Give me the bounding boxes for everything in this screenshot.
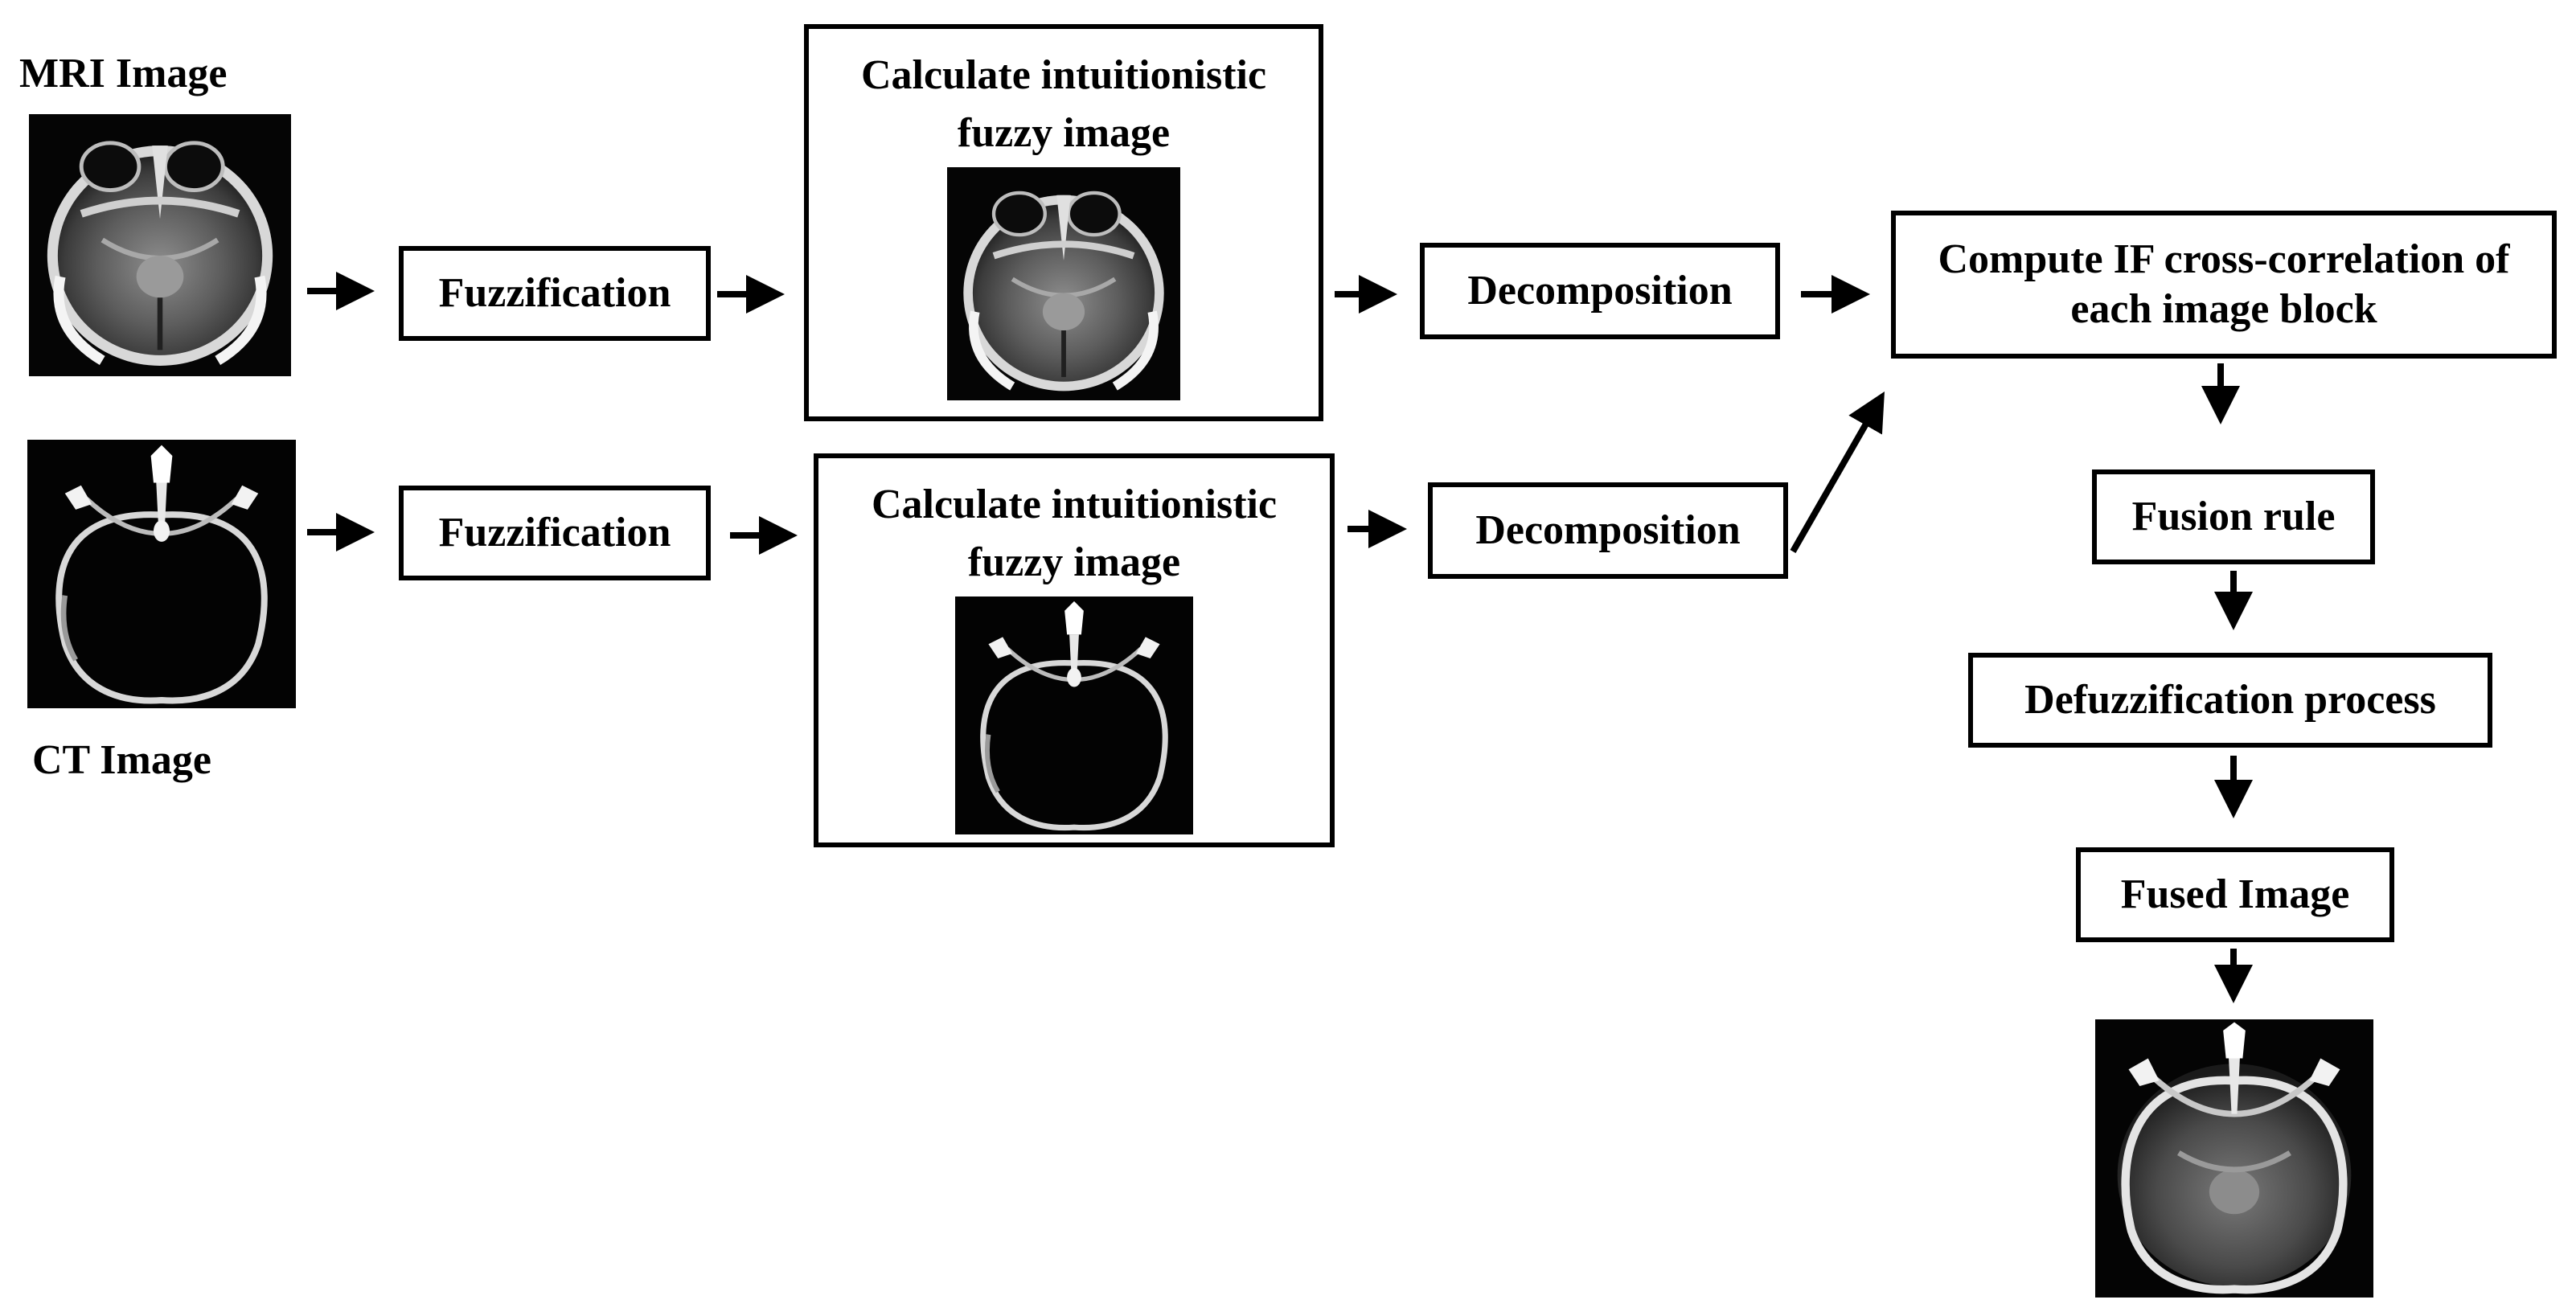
mri-fuzzification-box: Fuzzification <box>399 246 711 341</box>
fusion-rule-text: Fusion rule <box>2131 493 2336 539</box>
ct-fuzzification-text: Fuzzification <box>438 509 671 556</box>
ct-if-image-title: Calculate intuitionistic fuzzy image <box>871 482 1278 585</box>
ct-decomposition-text: Decomposition <box>1475 506 1741 553</box>
ct-image-label: CT Image <box>32 737 211 783</box>
ct-if-image-box: Calculate intuitionistic fuzzy image <box>814 453 1335 847</box>
mri-fuzzification-text: Fuzzification <box>438 269 671 316</box>
cross-correlation-text: Compute IF cross-correlation of each ima… <box>1938 236 2510 332</box>
arrow-ct-decomp-to-correlation <box>1790 392 1885 553</box>
cross-correlation-box: Compute IF cross-correlation of each ima… <box>1891 211 2557 359</box>
defuzzification-box: Defuzzification process <box>1968 653 2492 748</box>
mri-image-label: MRI Image <box>19 51 228 96</box>
mri-if-image-title: Calculate intuitionistic fuzzy image <box>860 52 1267 156</box>
ct-fuzzification-box: Fuzzification <box>399 486 711 580</box>
mri-decomposition-box: Decomposition <box>1420 243 1780 339</box>
mri-if-image-box: Calculate intuitionistic fuzzy image <box>804 24 1323 421</box>
defuzzification-text: Defuzzification process <box>2024 676 2436 723</box>
mri-decomposition-text: Decomposition <box>1467 267 1733 314</box>
fused-image-box: Fused Image <box>2076 847 2394 942</box>
ct-decomposition-box: Decomposition <box>1428 482 1788 579</box>
fusion-rule-box: Fusion rule <box>2092 469 2375 564</box>
fused-image-text: Fused Image <box>2120 871 2350 917</box>
